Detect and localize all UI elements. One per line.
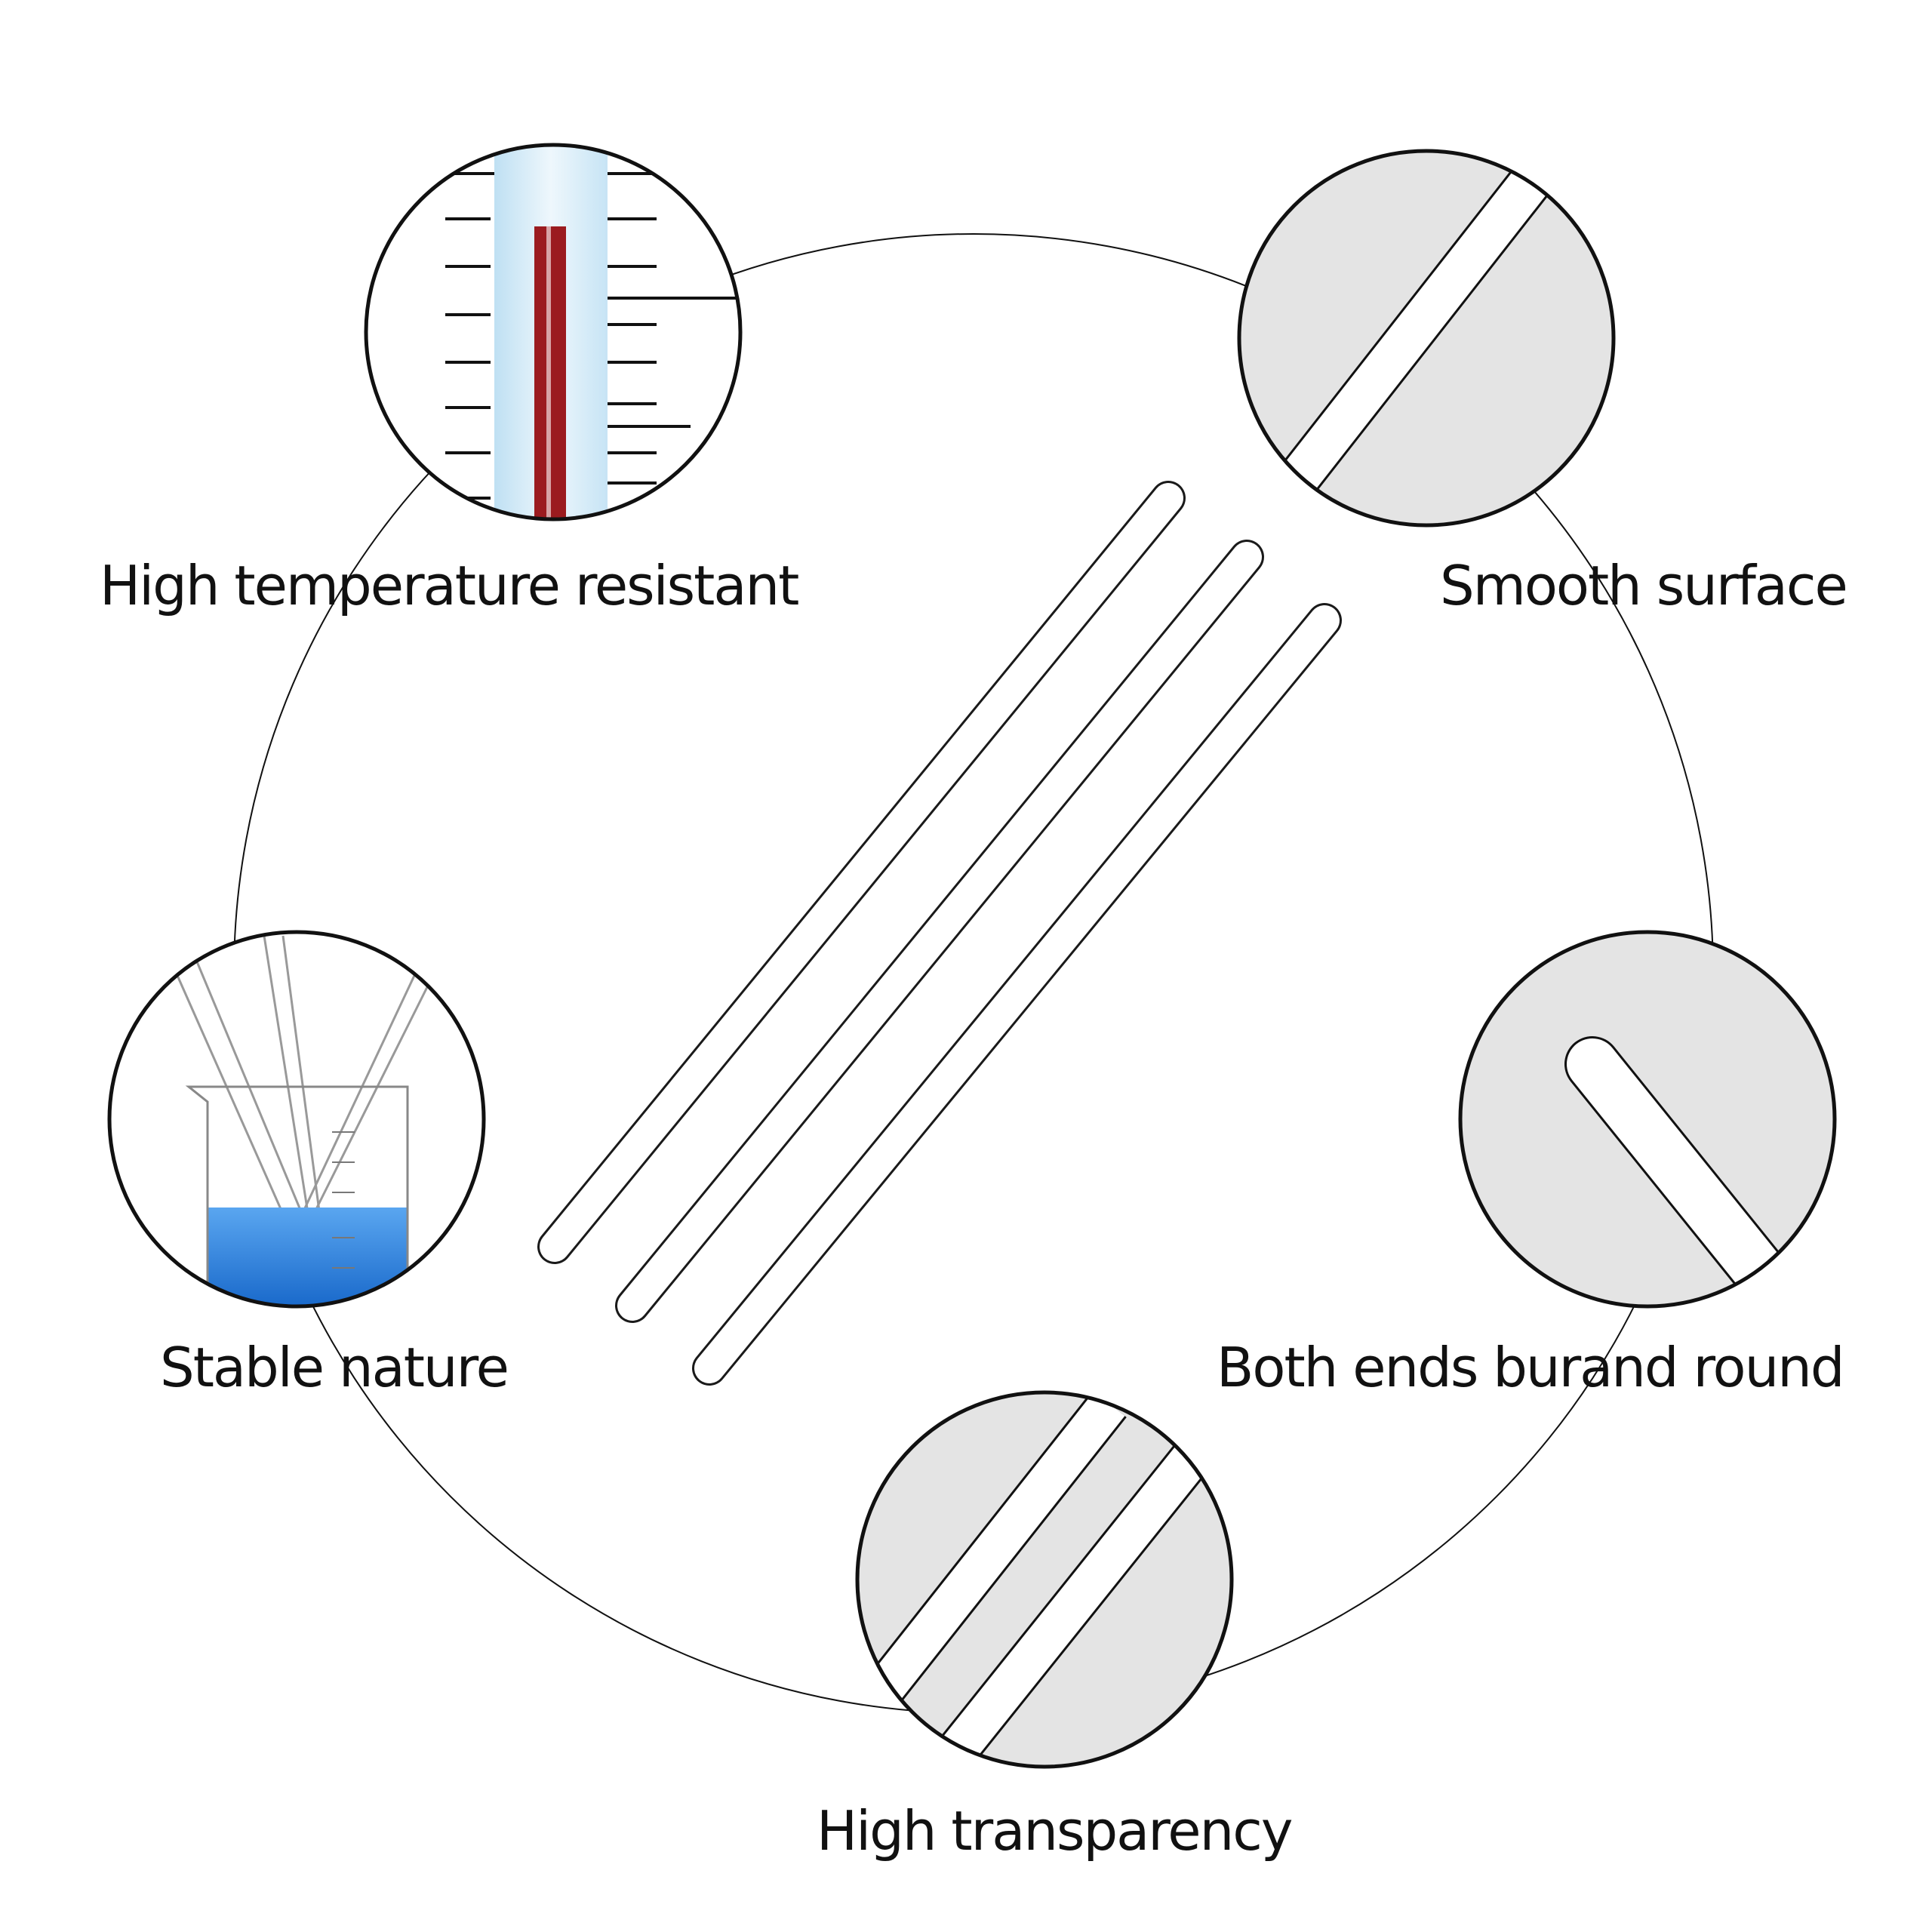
glass-rod-smooth-icon	[1237, 149, 1616, 528]
feature-label-temperature: High temperature resistant	[100, 554, 799, 617]
feature-label-ends: Both ends burand round	[1217, 1336, 1845, 1399]
beaker-with-rods-icon	[107, 930, 486, 1309]
feature-label-stable: Stable nature	[160, 1336, 509, 1399]
rounded-rod-end-icon	[1458, 930, 1837, 1309]
feature-label-transparency: High transparency	[817, 1799, 1293, 1863]
thermometer-scale-icon	[364, 143, 743, 521]
transparent-rods-icon	[855, 1390, 1234, 1769]
feature-label-smooth: Smooth surface	[1440, 554, 1848, 617]
glass-stirring-rods-icon	[537, 481, 1342, 1386]
